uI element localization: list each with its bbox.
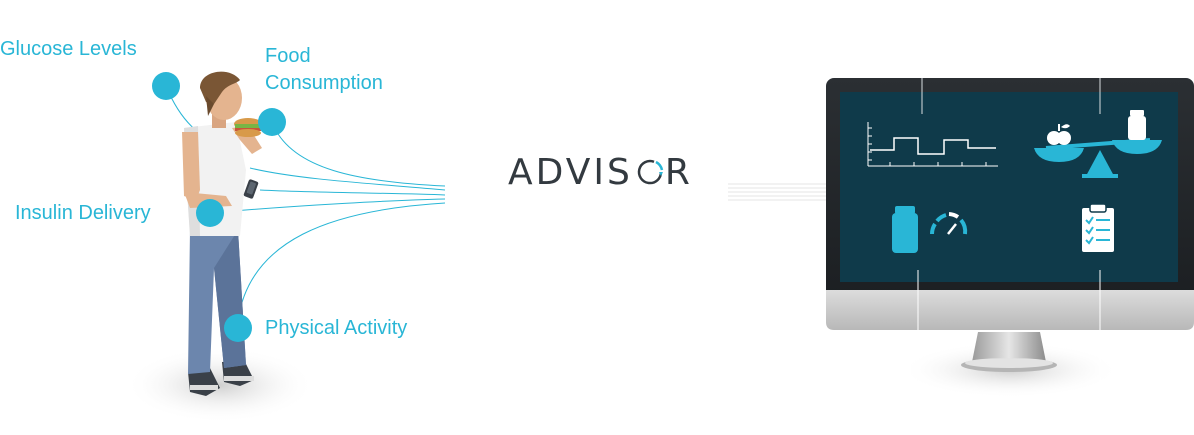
connector-food (271, 121, 446, 187)
label-insulin-delivery: Insulin Delivery (15, 202, 151, 224)
sandwich-icon (234, 118, 262, 137)
monitor-screen (840, 92, 1178, 282)
vial-icon (892, 206, 918, 253)
label-glucose-levels: Glucose Levels (0, 38, 137, 60)
jar-icon (1128, 110, 1146, 140)
advisor-logo-text-end: R (664, 152, 693, 193)
balance-scale-icon (1034, 138, 1162, 178)
monitor-caption-partial-2: Personali (1000, 402, 1084, 424)
advisor-logo: ADVIS R (508, 152, 693, 193)
connector-body (249, 167, 446, 191)
advisor-logo-text-start: ADVIS (508, 152, 633, 193)
dot-glucose (152, 72, 180, 100)
label-food-line2: Consumption (265, 72, 383, 94)
speed-gauge-icon (929, 212, 968, 235)
label-food-consumption: Food Consumption (265, 43, 425, 97)
dot-insulin (196, 199, 224, 227)
refresh-o-icon (635, 157, 665, 187)
clipboard-checklist-icon (1082, 203, 1114, 252)
connector-phone (259, 189, 446, 196)
dot-activity (224, 314, 252, 342)
label-food-line1: Food (265, 45, 311, 67)
connector-to-monitor (728, 183, 830, 201)
phone-icon (243, 179, 259, 199)
step-chart-icon (867, 122, 998, 167)
connector-insulin (209, 198, 446, 214)
label-physical-activity: Physical Activity (265, 317, 408, 339)
connector-activity (237, 202, 446, 321)
monitor-caption-partial-1: tion (880, 360, 913, 382)
person-floor-shadow (125, 347, 315, 423)
apple-icon (1047, 124, 1071, 145)
dot-food (258, 108, 286, 136)
connector-lines (165, 85, 446, 321)
